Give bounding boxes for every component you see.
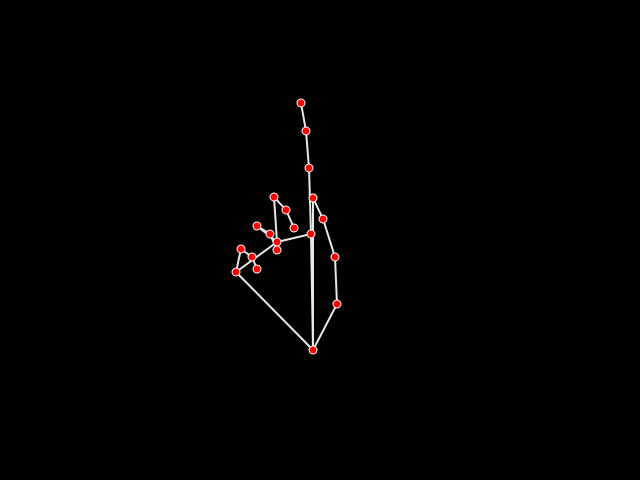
bone-0-1: [235, 271, 314, 351]
bone-6-7: [305, 130, 310, 169]
landmark-17: [332, 299, 342, 309]
hand-joints: [231, 98, 342, 355]
landmark-18: [330, 252, 340, 262]
landmark-10: [252, 221, 262, 231]
landmark-4: [252, 264, 262, 274]
bone-14-9: [273, 196, 278, 243]
landmark-0: [308, 345, 318, 355]
bone-5-9: [276, 233, 312, 243]
landmark-2: [236, 244, 246, 254]
landmark-1: [231, 267, 241, 277]
landmark-19: [318, 214, 328, 224]
landmark-3: [247, 252, 257, 262]
landmark-8: [296, 98, 306, 108]
landmark-5: [306, 229, 316, 239]
landmark-12: [272, 245, 282, 255]
bone-18-19: [322, 218, 336, 258]
bone-0-17: [312, 303, 338, 351]
landmark-6: [304, 163, 314, 173]
landmark-9: [272, 237, 282, 247]
landmark-16: [289, 223, 299, 233]
landmark-7: [301, 126, 311, 136]
bone-17-18: [334, 256, 338, 305]
landmark-20: [308, 193, 318, 203]
bone-7-8: [300, 102, 307, 132]
landmark-11: [265, 229, 275, 239]
landmark-15: [281, 205, 291, 215]
hand-bones: [235, 102, 338, 351]
landmark-14: [269, 192, 279, 202]
